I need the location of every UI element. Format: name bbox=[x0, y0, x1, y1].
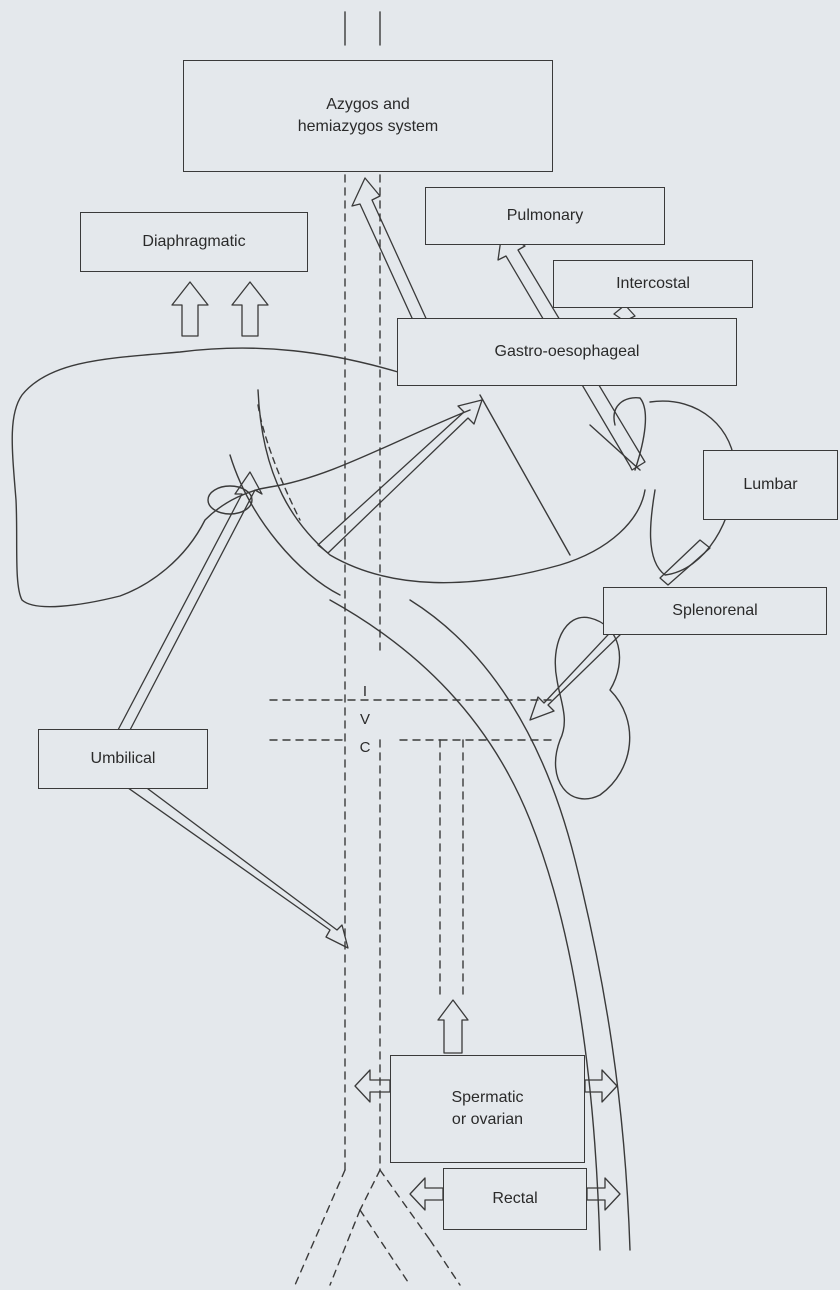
spermatic-ovarian-box: Spermatic or ovarian bbox=[390, 1055, 585, 1163]
liver-outline bbox=[12, 348, 470, 607]
arrow-diaphragmatic-right bbox=[232, 282, 268, 336]
ivc-letter-c: C bbox=[355, 739, 375, 756]
azygos-box: Azygos and hemiazygos system bbox=[183, 60, 553, 172]
diaphragmatic-box: Diaphragmatic bbox=[80, 212, 308, 272]
arrow-rectal-left bbox=[410, 1178, 443, 1210]
arrow-umbilical-to-liver bbox=[118, 472, 262, 730]
liver-lobe-line bbox=[258, 405, 300, 520]
kidney-outline bbox=[555, 617, 629, 799]
ivc-letter-i: I bbox=[355, 683, 375, 700]
portal-vein-upper bbox=[258, 390, 645, 583]
arrow-spermatic-left bbox=[355, 1070, 390, 1102]
arrow-spermatic-up bbox=[438, 1000, 468, 1053]
arrow-diaphragmatic-left bbox=[172, 282, 208, 336]
gastric-vein-line bbox=[480, 395, 570, 555]
svc-lines bbox=[345, 12, 380, 45]
oesophagus-loop bbox=[614, 398, 645, 470]
lumbar-box: Lumbar bbox=[703, 450, 838, 520]
umbilical-box: Umbilical bbox=[38, 729, 208, 789]
gastric-vein-line-2 bbox=[590, 425, 640, 470]
gastro-oesophageal-box: Gastro-oesophageal bbox=[397, 318, 737, 386]
arrow-umbilical-to-ivc bbox=[114, 768, 348, 948]
arrow-rectal-right bbox=[587, 1178, 620, 1210]
splenorenal-box: Splenorenal bbox=[603, 587, 827, 635]
arrow-lumbar-link bbox=[660, 540, 710, 585]
ivc-letter-v: V bbox=[355, 711, 375, 728]
arrow-to-gastro-oesophageal bbox=[318, 400, 482, 553]
intercostal-box: Intercostal bbox=[553, 260, 753, 308]
pulmonary-box: Pulmonary bbox=[425, 187, 665, 245]
rectal-box: Rectal bbox=[443, 1168, 587, 1230]
